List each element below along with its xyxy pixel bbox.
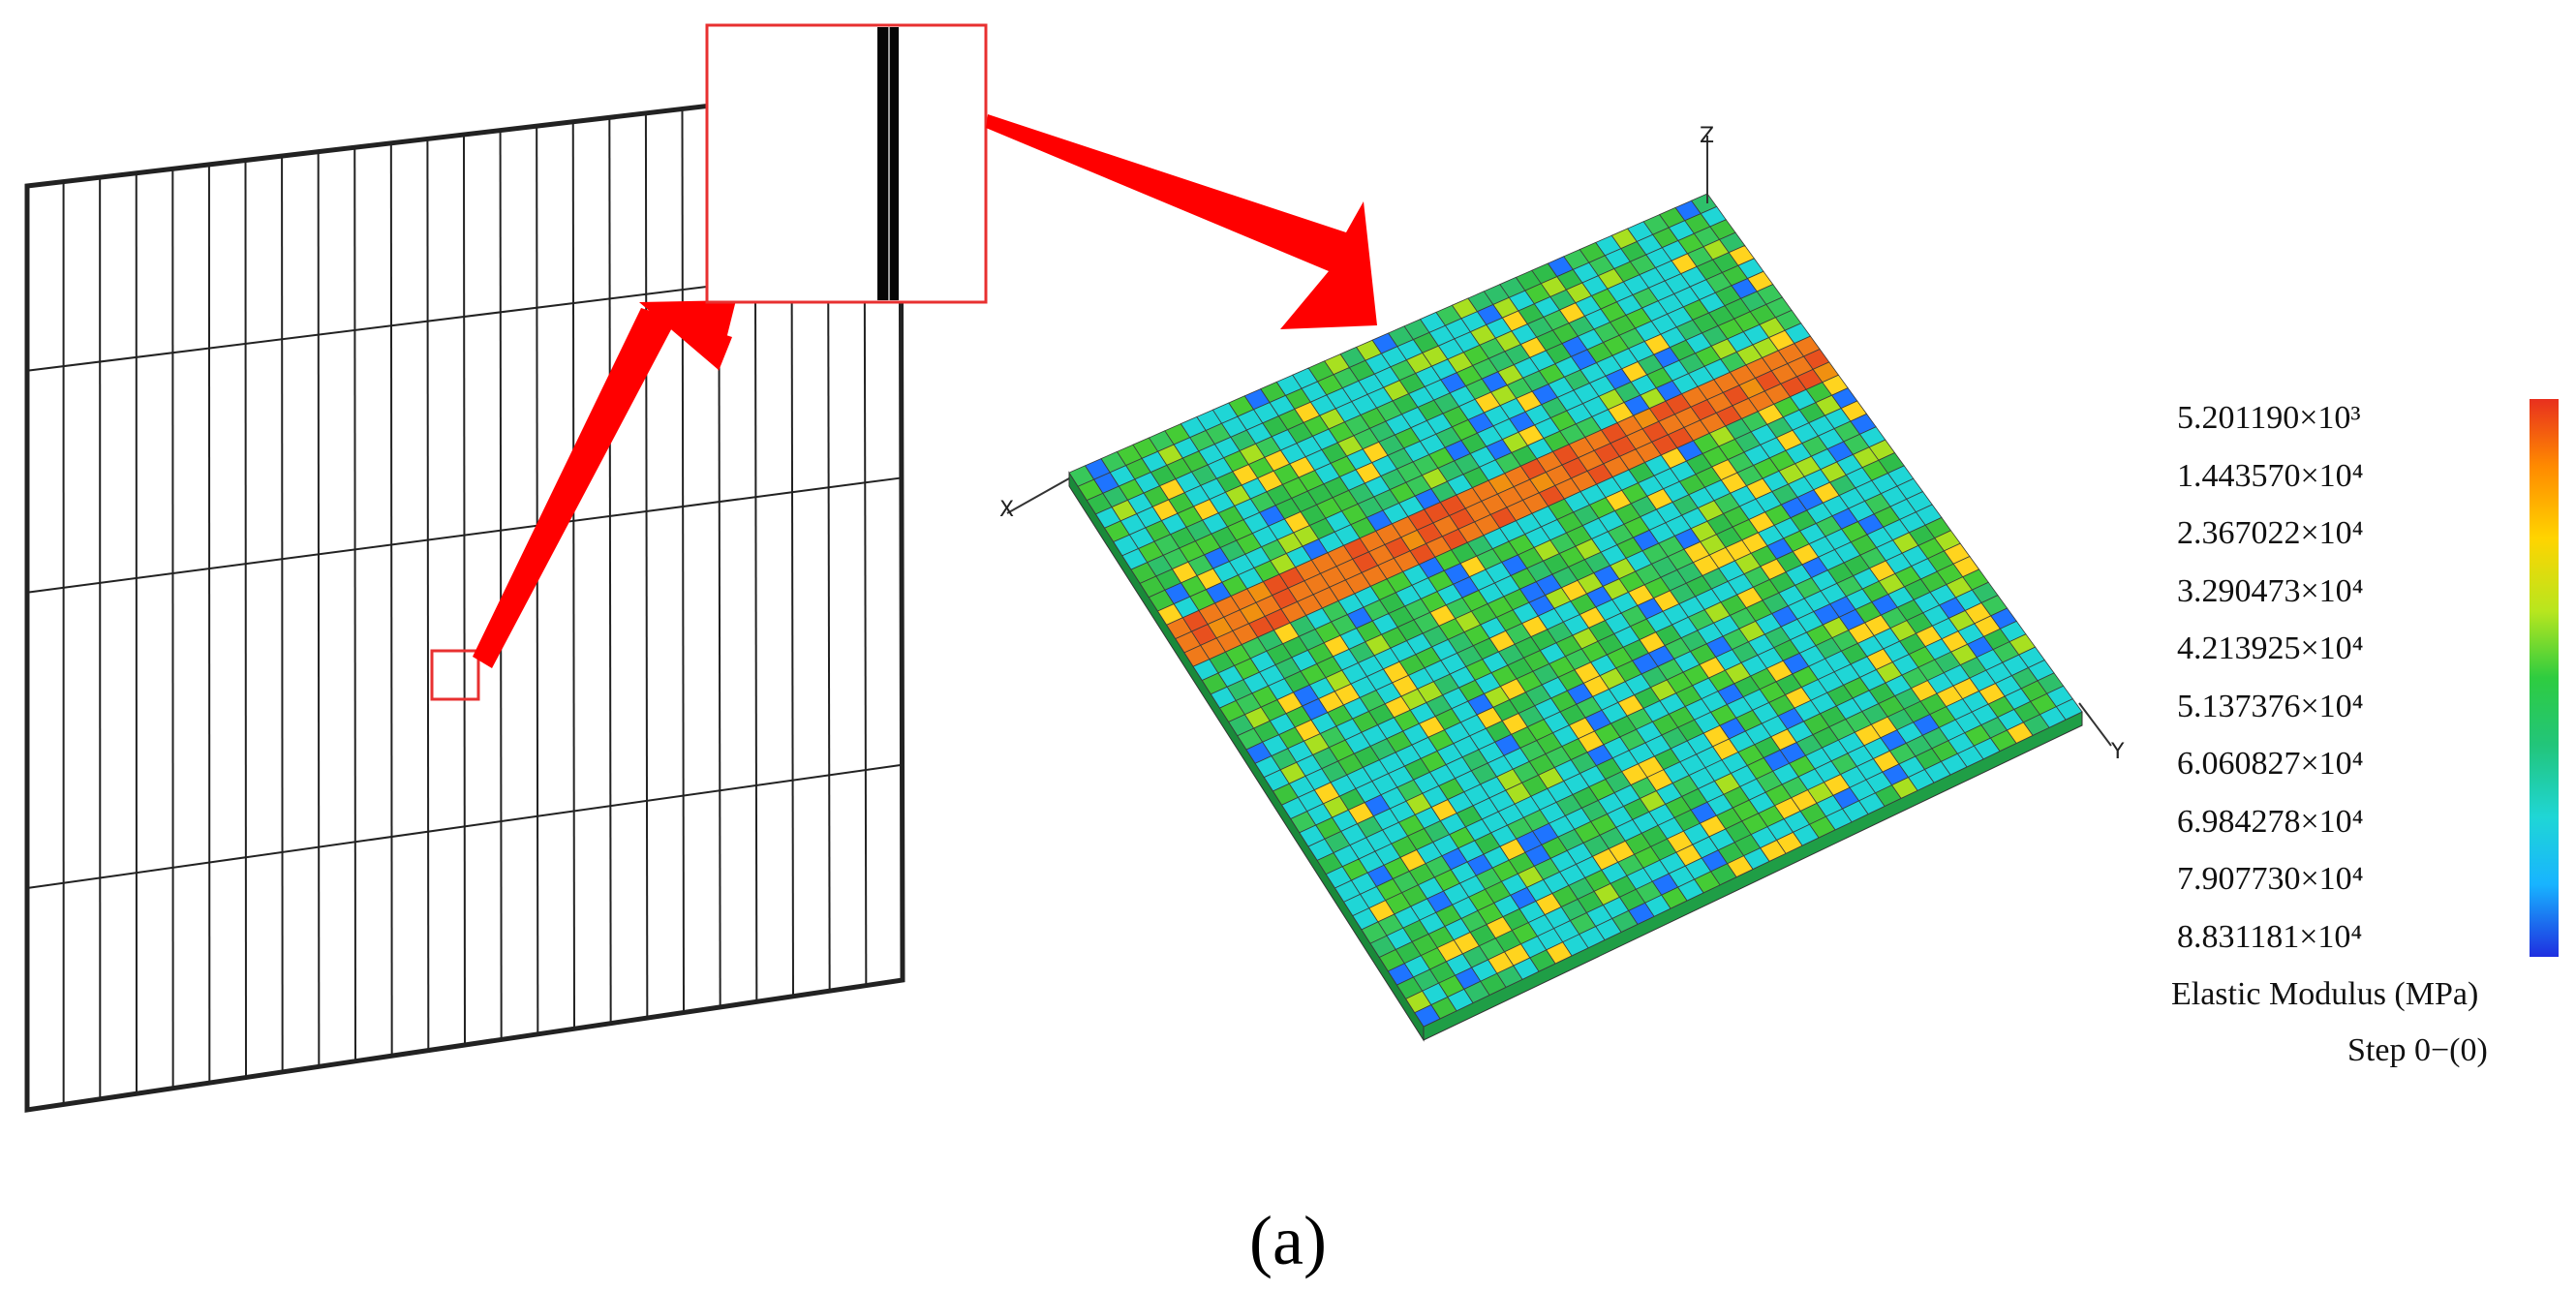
elastic-modulus-plate [1068, 193, 2083, 1042]
legend-tick-label: 5.137376×10⁴ [2177, 688, 2364, 724]
legend-tick-label: 6.984278×10⁴ [2177, 803, 2364, 840]
pointer-arrow-to-inset-head [639, 300, 736, 370]
legend-tick-label: 2.367022×10⁴ [2177, 515, 2364, 552]
axis-label-x: X [999, 498, 1015, 522]
wireframe-line [681, 108, 685, 1013]
wireframe-line [463, 134, 466, 1046]
wireframe-line [281, 156, 284, 1072]
legend-tick-label: 1.443570×10⁴ [2177, 457, 2364, 494]
wireframe-line [426, 138, 430, 1051]
axis-label-y: Y [2111, 740, 2125, 764]
wireframe-line [26, 763, 903, 890]
wireframe-outline [24, 80, 905, 1113]
legend-title: Elastic Modulus (MPa) [2171, 976, 2479, 1012]
wireframe-line [499, 130, 503, 1040]
wireframe-line [644, 112, 649, 1019]
figure-caption: (a) [1249, 1202, 1327, 1279]
wireframe-line [26, 476, 903, 594]
wireframe-line [608, 117, 612, 1024]
axis-label-z: Z [1700, 124, 1715, 148]
legend-tick-label: 6.060827×10⁴ [2177, 746, 2364, 783]
wireframe-line [571, 121, 575, 1029]
pointer-arrow-to-inset [473, 302, 732, 668]
legend-step: Step 0−(0) [2347, 1032, 2488, 1068]
highlight-box-small [430, 649, 480, 701]
legend-tick-label: 3.290473×10⁴ [2177, 572, 2364, 609]
legend-tick-label: 8.831181×10⁴ [2177, 919, 2363, 955]
legend-tick-label: 5.201190×10³ [2177, 400, 2361, 436]
legend-color-bar [2530, 399, 2559, 957]
legend-tick-label: 4.213925×10⁴ [2177, 630, 2364, 667]
plate-cell [1414, 1004, 1441, 1028]
pointer-arrow-to-plate [986, 114, 1377, 329]
wireframe-line [244, 160, 247, 1078]
wireframe-line [317, 151, 321, 1067]
wireframe-line [389, 142, 393, 1057]
axis-triad [1006, 136, 2112, 747]
legend-tick-label: 7.907730×10⁴ [2177, 861, 2364, 898]
wireframe-line [353, 147, 356, 1061]
zoom-inset [705, 23, 988, 304]
